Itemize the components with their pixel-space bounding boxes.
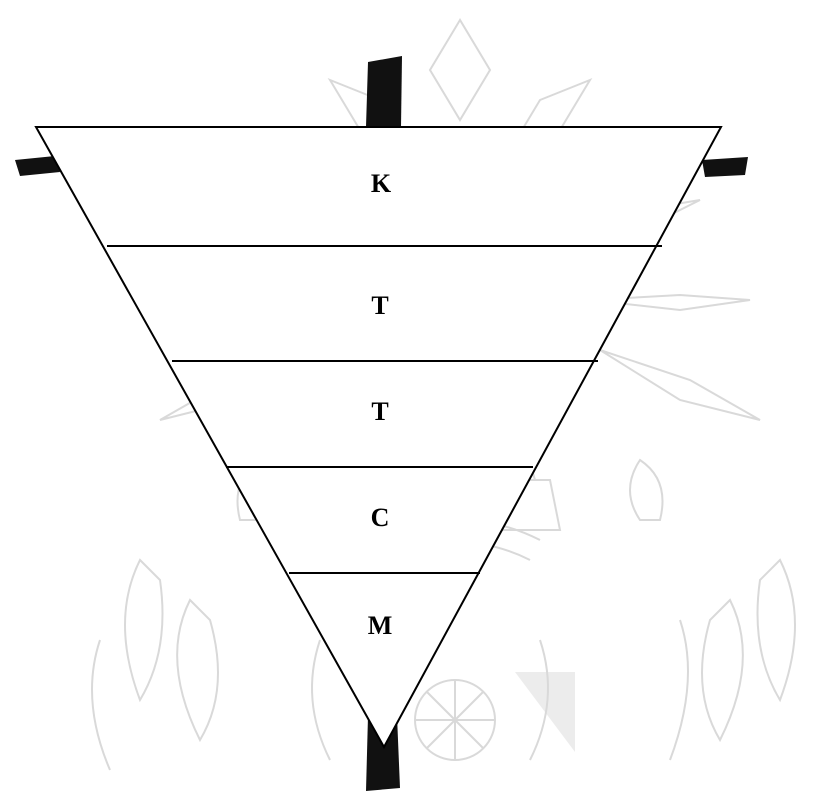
layer-label-t2: T xyxy=(371,397,388,426)
top-post xyxy=(366,56,402,127)
right-post xyxy=(702,157,748,177)
layer-label-k: K xyxy=(371,169,392,198)
layer-label-c: C xyxy=(371,503,390,532)
layer-label-m: M xyxy=(368,611,393,640)
layer-label-t1: T xyxy=(371,291,388,320)
inverted-pyramid xyxy=(36,127,721,747)
